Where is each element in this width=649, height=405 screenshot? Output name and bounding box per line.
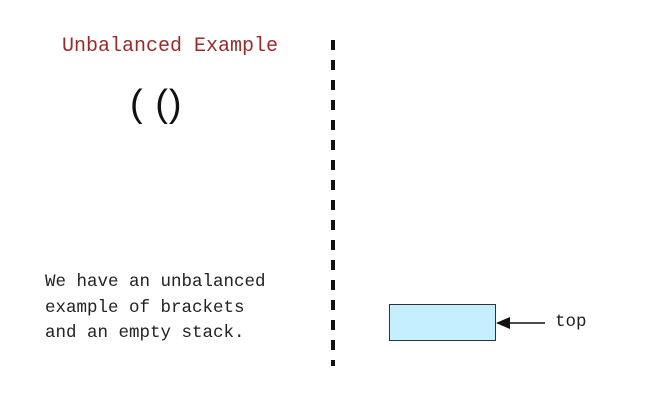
empty-stack-box xyxy=(389,304,496,341)
bracket-sequence: ( () xyxy=(130,83,183,125)
description-text: We have an unbalanced example of bracket… xyxy=(45,270,266,347)
description-line: example of brackets xyxy=(45,297,245,318)
top-pointer-label: top xyxy=(555,312,587,332)
description-line: We have an unbalanced xyxy=(45,272,266,292)
description-line: and an empty stack. xyxy=(45,323,245,343)
diagram-title: Unbalanced Example xyxy=(62,35,279,58)
top-pointer-arrow-icon xyxy=(496,317,545,329)
dashed-divider xyxy=(331,40,335,366)
